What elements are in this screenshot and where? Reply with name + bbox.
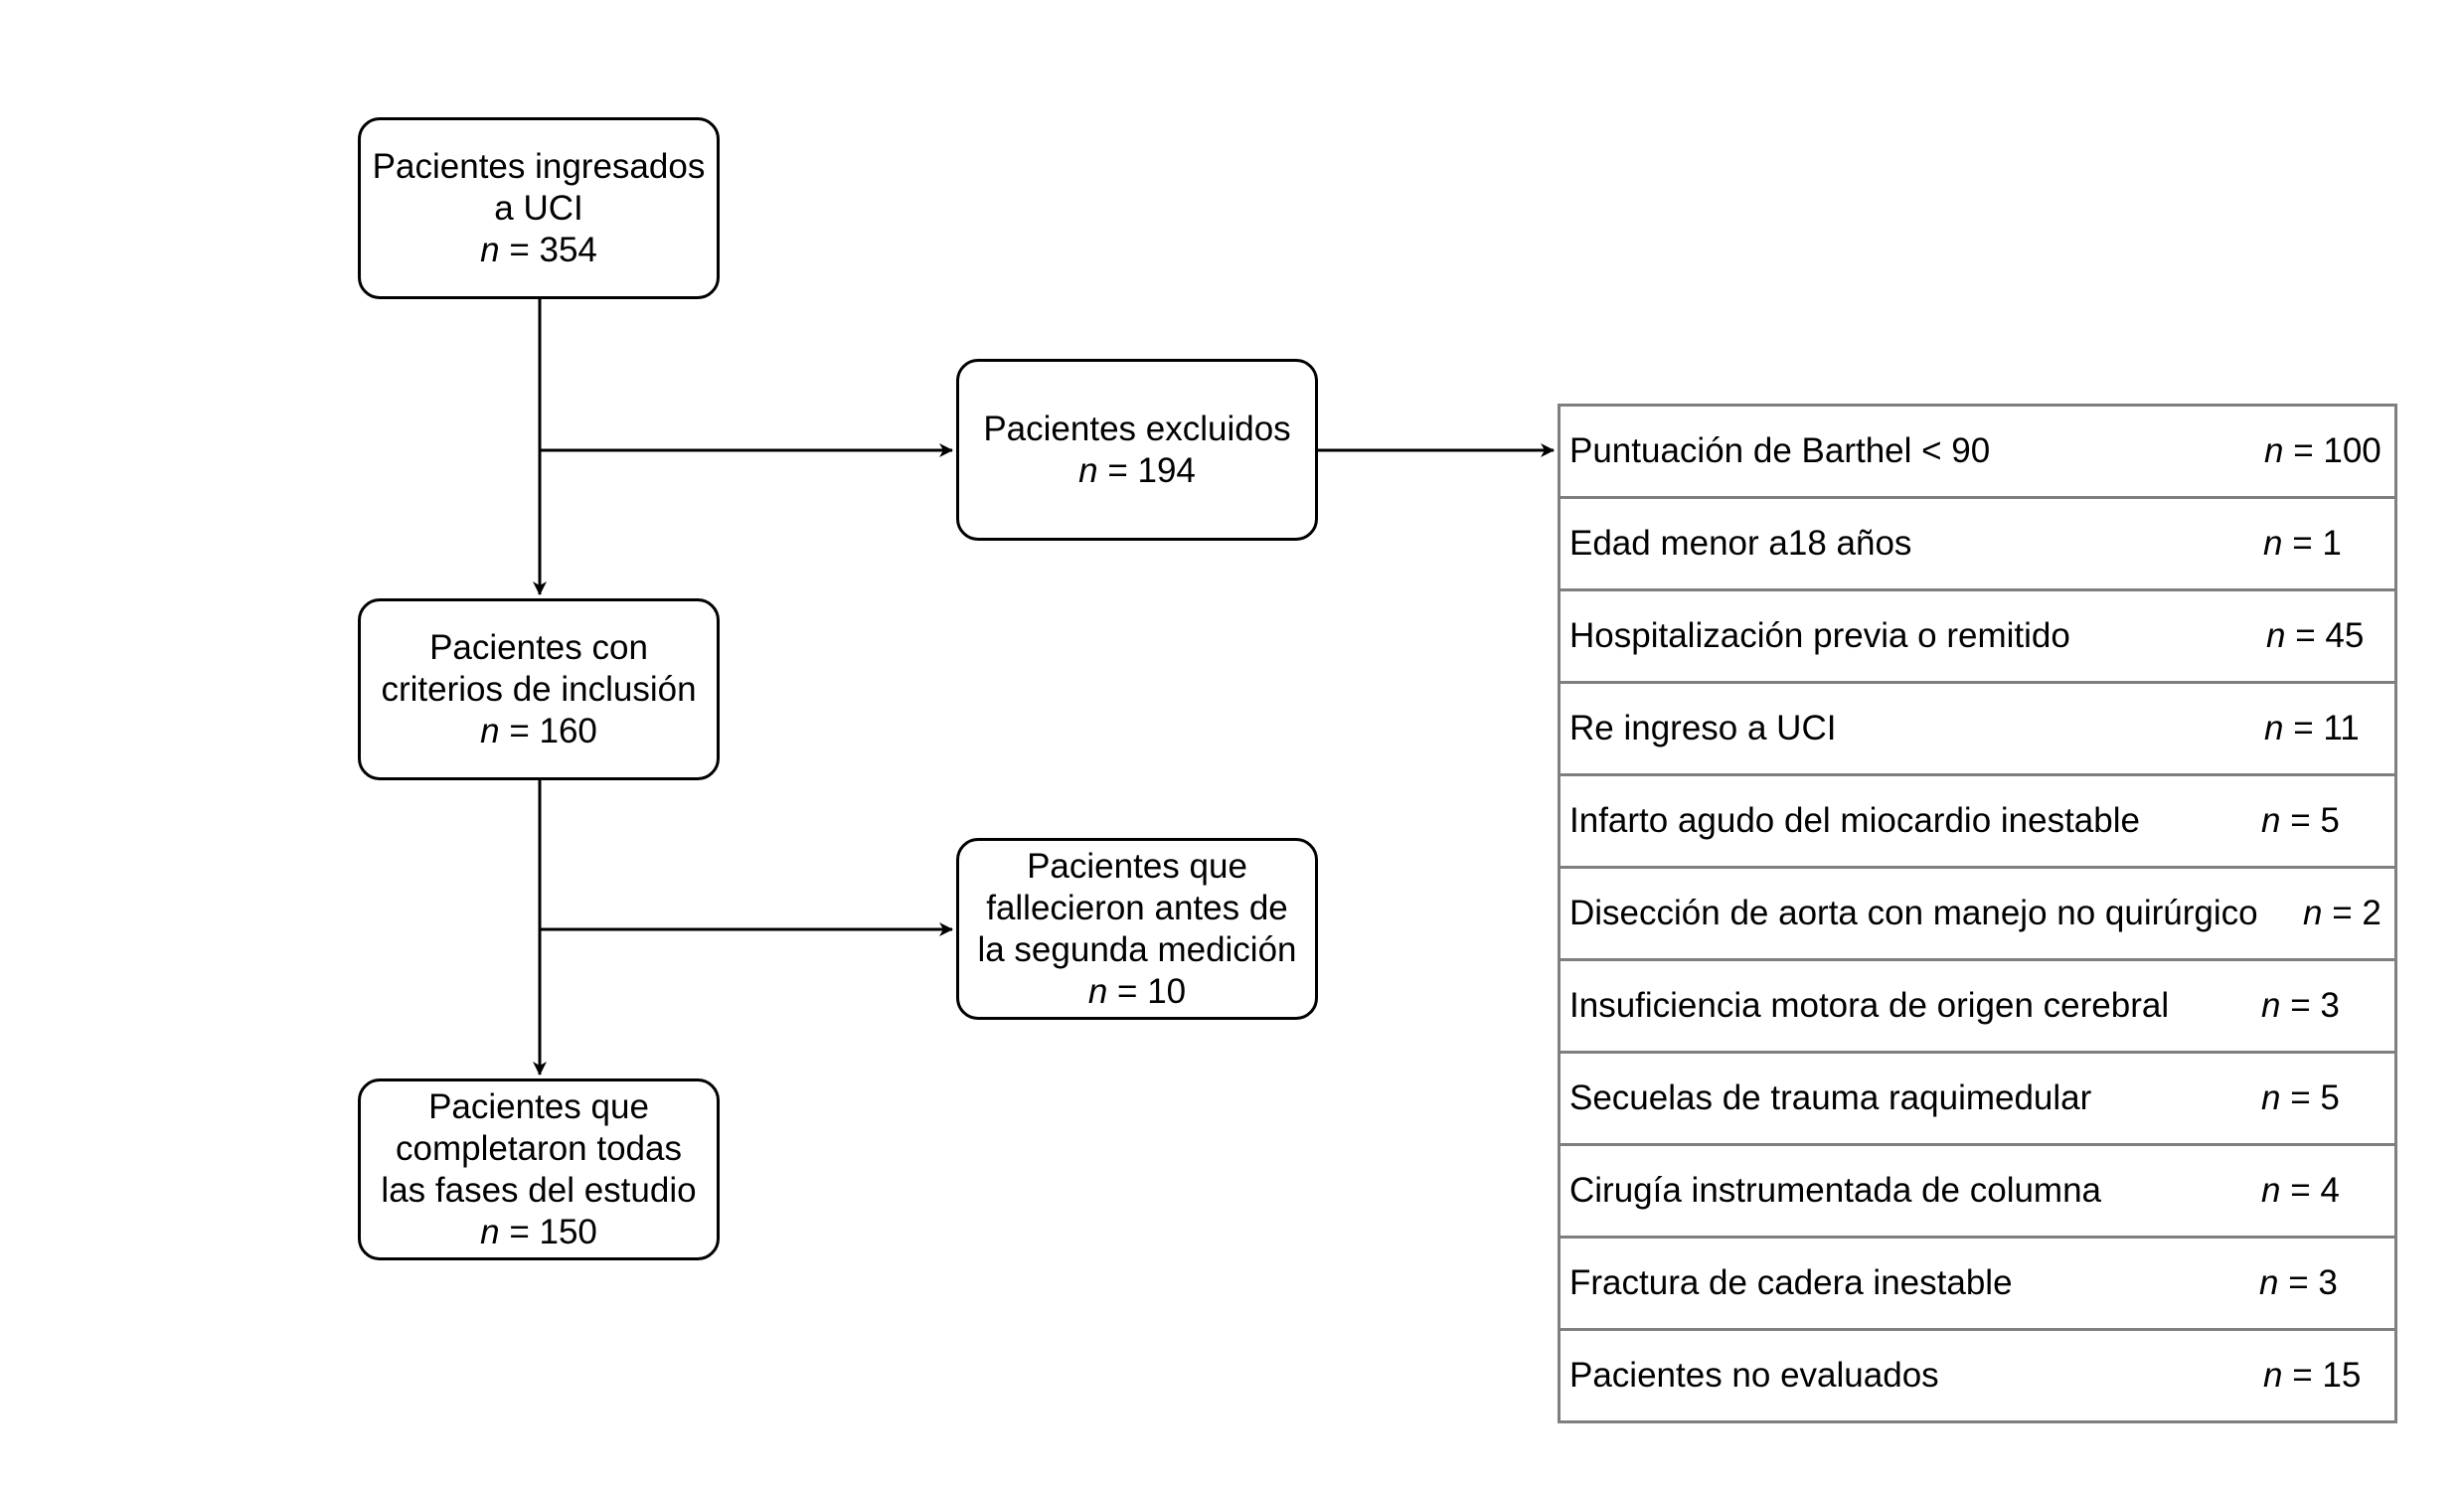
exclusion-count: n = 1 [2263,499,2342,588]
exclusion-count: n = 2 [2303,869,2382,958]
n-symbol: n [2261,986,2281,1025]
n-value: = 100 [2293,431,2382,470]
exclusion-row: Edad menor a18 años n = 1 [1561,499,2394,591]
n-value: = 3 [2290,986,2340,1025]
node-completed-study: Pacientes que completaron todas las fase… [358,1078,720,1260]
node-count: n = 160 [480,711,597,752]
n-value: = 3 [2288,1263,2338,1302]
exclusion-count: n = 3 [2261,961,2340,1051]
exclusion-label: Cirugía instrumentada de columna [1569,1171,2102,1210]
n-value: = 194 [1107,450,1196,490]
n-value: = 1 [2292,524,2342,563]
node-text-line: Pacientes ingresados [372,146,706,186]
node-count: n = 354 [480,230,597,271]
exclusion-row: Disección de aorta con manejo no quirúrg… [1561,869,2394,961]
node-inclusion-criteria: Pacientes con criterios de inclusión n =… [358,598,720,780]
exclusion-count: n = 4 [2261,1146,2340,1236]
exclusion-count: n = 15 [2263,1331,2361,1420]
exclusion-label: Puntuación de Barthel < 90 [1569,431,1991,470]
exclusion-label: Pacientes no evaluados [1569,1356,1939,1395]
node-deceased: Pacientes que fallecieron antes de la se… [956,838,1318,1020]
n-symbol: n [1087,971,1108,1011]
exclusion-row: Re ingreso a UCI n = 11 [1561,684,2394,776]
n-symbol: n [2261,1078,2281,1117]
exclusion-row: Hospitalización previa o remitido n = 45 [1561,591,2394,684]
exclusion-label: Secuelas de trauma raquimedular [1569,1078,2092,1117]
n-symbol: n [480,1212,500,1251]
exclusion-label: Fractura de cadera inestable [1569,1263,2013,1302]
n-value: = 11 [2293,709,2360,747]
node-text-line: fallecieron antes de [986,888,1288,927]
n-value: = 354 [509,230,597,269]
n-symbol: n [480,230,500,269]
node-text-line: Pacientes que [1027,846,1247,886]
n-symbol: n [2261,1171,2281,1210]
node-text-line: completaron todas [396,1128,682,1168]
exclusion-label: Re ingreso a UCI [1569,709,1837,747]
node-text-line: Pacientes excluidos [983,409,1291,448]
node-admitted-icu: Pacientes ingresados a UCI n = 354 [358,117,720,299]
node-excluded: Pacientes excluidos n = 194 [956,359,1318,541]
node-text-line: la segunda medición [977,929,1297,969]
exclusion-label: Infarto agudo del miocardio inestable [1569,801,2140,840]
exclusion-reasons-table: Puntuación de Barthel < 90 n = 100 Edad … [1558,404,2397,1423]
exclusion-row: Puntuación de Barthel < 90 n = 100 [1561,407,2394,499]
n-value: = 2 [2332,894,2382,932]
n-symbol: n [1078,450,1098,490]
n-value: = 4 [2290,1171,2340,1210]
exclusion-count: n = 45 [2266,591,2364,681]
n-symbol: n [2266,616,2286,655]
node-text-line: las fases del estudio [381,1170,697,1210]
node-text-line: Pacientes que [428,1086,649,1126]
node-count: n = 194 [1078,450,1196,492]
exclusion-label: Hospitalización previa o remitido [1569,616,2070,655]
exclusion-label: Insuficiencia motora de origen cerebral [1569,986,2170,1025]
n-symbol: n [2264,431,2284,470]
exclusion-count: n = 3 [2259,1239,2338,1328]
exclusion-row: Insuficiencia motora de origen cerebral … [1561,961,2394,1054]
n-symbol: n [480,711,500,750]
exclusion-label: Edad menor a18 años [1569,524,1912,563]
node-text-line: Pacientes con [429,627,648,667]
exclusion-row: Infarto agudo del miocardio inestable n … [1561,776,2394,869]
n-value: = 160 [509,711,597,750]
n-symbol: n [2303,894,2323,932]
n-value: = 45 [2295,616,2365,655]
n-symbol: n [2261,801,2281,840]
n-value: = 10 [1117,971,1187,1011]
n-value: = 5 [2290,1078,2340,1117]
n-symbol: n [2263,1356,2283,1395]
n-symbol: n [2259,1263,2279,1302]
node-text-line: criterios de inclusión [381,669,697,709]
exclusion-label: Disección de aorta con manejo no quirúrg… [1569,894,2258,932]
n-value: = 5 [2290,801,2340,840]
exclusion-count: n = 100 [2264,407,2382,496]
exclusion-row: Fractura de cadera inestable n = 3 [1561,1239,2394,1331]
n-value: = 150 [509,1212,597,1251]
exclusion-row: Cirugía instrumentada de columna n = 4 [1561,1146,2394,1239]
node-count: n = 150 [480,1212,597,1253]
exclusion-count: n = 5 [2261,776,2340,866]
n-symbol: n [2263,524,2283,563]
exclusion-count: n = 11 [2264,684,2360,773]
node-text-line: a UCI [494,188,583,228]
exclusion-count: n = 5 [2261,1054,2340,1143]
exclusion-row: Pacientes no evaluados n = 15 [1561,1331,2394,1423]
exclusion-row: Secuelas de trauma raquimedular n = 5 [1561,1054,2394,1146]
n-symbol: n [2264,709,2284,747]
n-value: = 15 [2292,1356,2362,1395]
node-count: n = 10 [1088,971,1186,1013]
